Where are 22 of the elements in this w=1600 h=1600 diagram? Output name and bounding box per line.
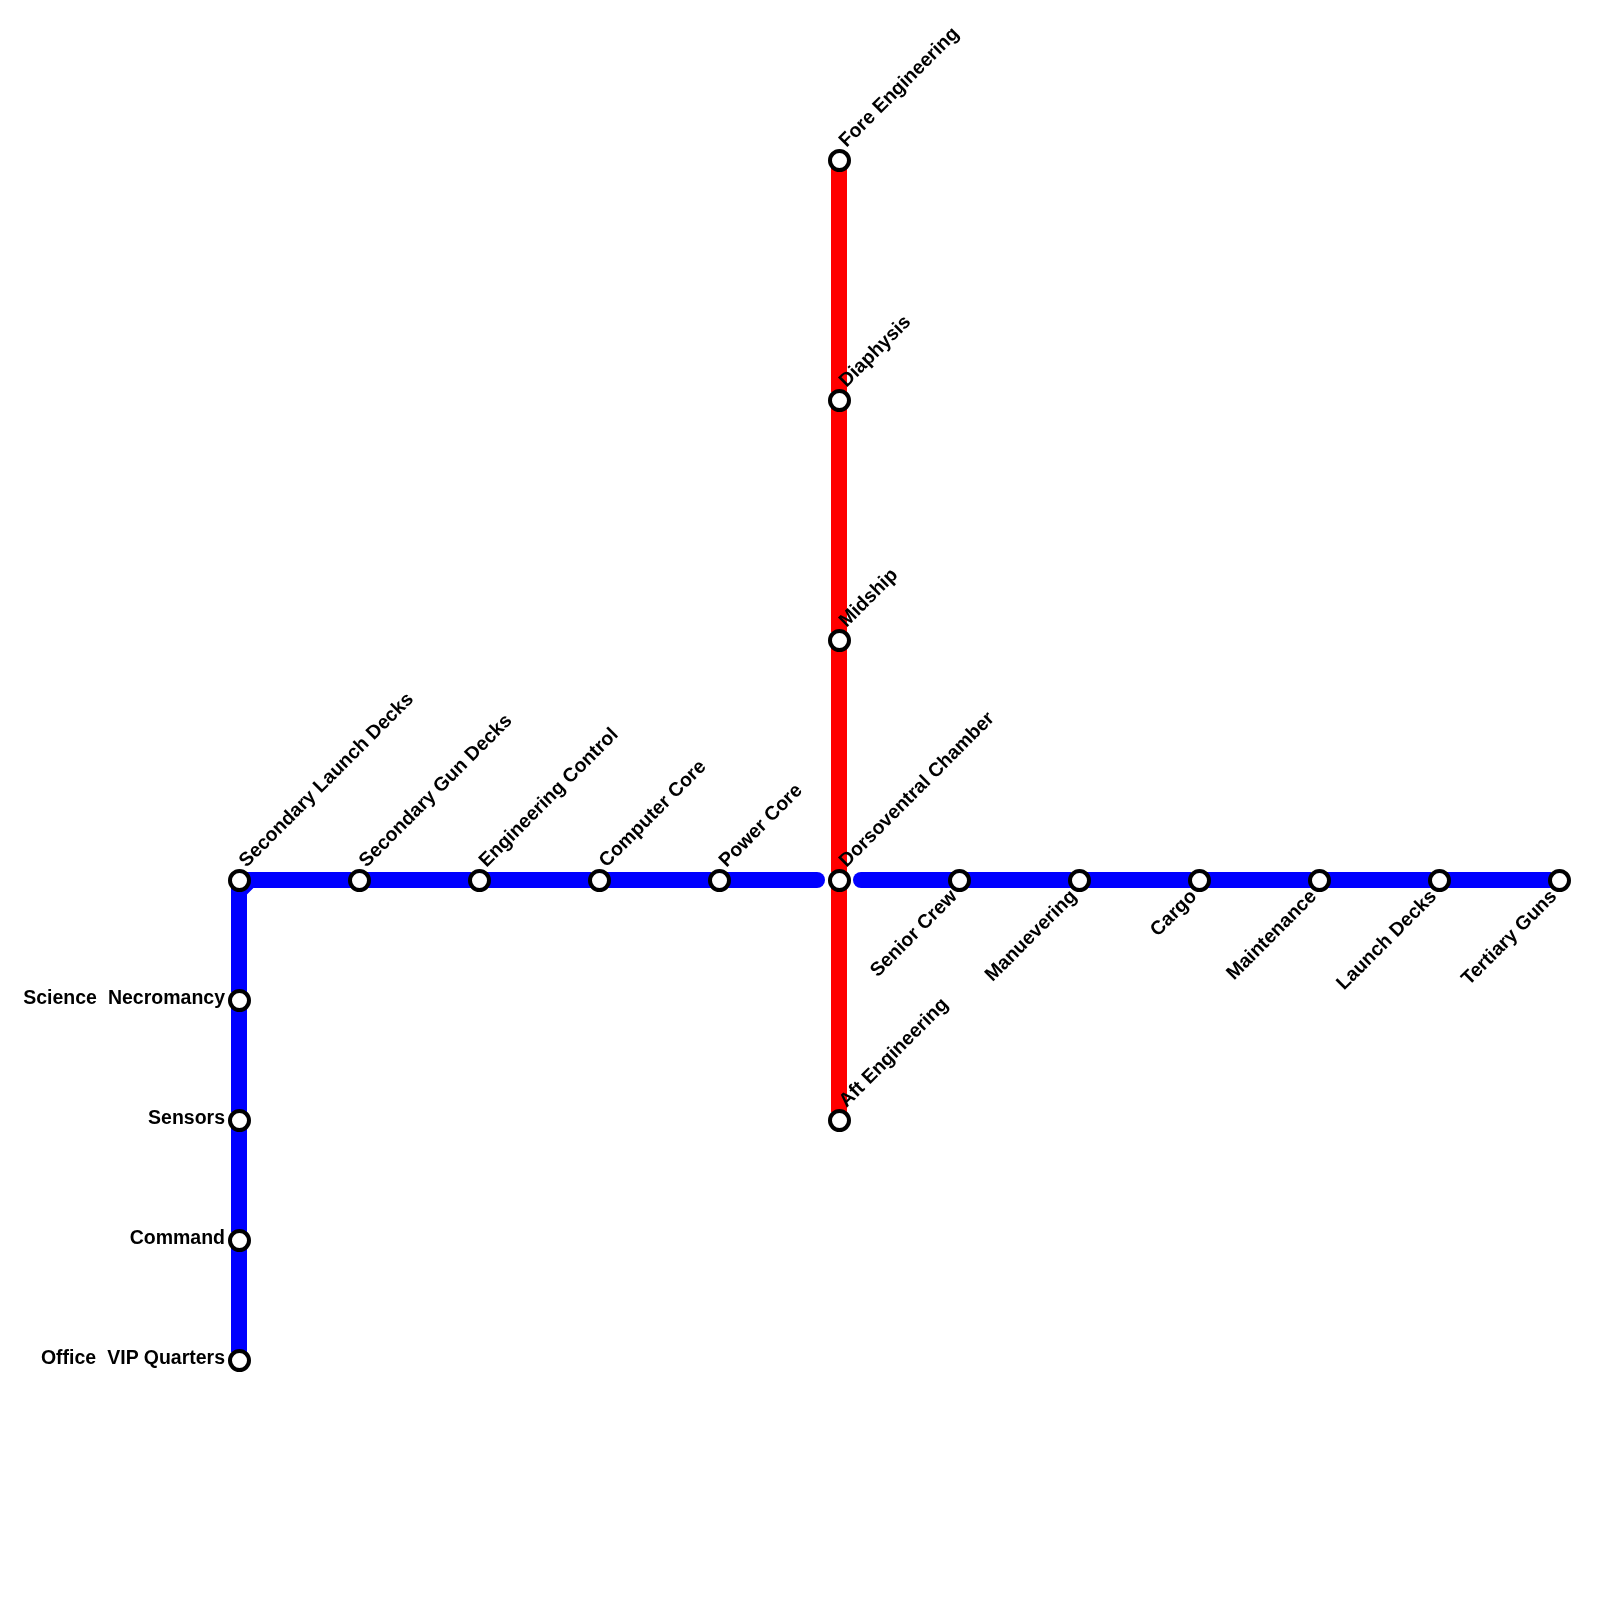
station-name: Necromancy (107, 987, 225, 1008)
route-line (1087, 872, 1191, 888)
route-line (831, 648, 847, 872)
route-line (831, 888, 847, 1112)
station-name: Command (129, 1227, 225, 1248)
route-line (1207, 872, 1311, 888)
route-line (967, 872, 1071, 888)
route-line (247, 872, 351, 888)
route-line (831, 408, 847, 632)
route-line (231, 1128, 247, 1232)
station-name: Office (40, 1347, 97, 1368)
route-line (831, 168, 847, 392)
route-line (487, 872, 591, 888)
station-name: VIP Quarters (107, 1347, 225, 1368)
route-line (367, 872, 471, 888)
station-name: Science (23, 987, 97, 1008)
route-line (1327, 872, 1431, 888)
route-line (607, 872, 711, 888)
route-line (1447, 872, 1551, 888)
station-name: Sensors (148, 1107, 225, 1128)
route-line (231, 1008, 247, 1112)
route-line (231, 1248, 247, 1352)
